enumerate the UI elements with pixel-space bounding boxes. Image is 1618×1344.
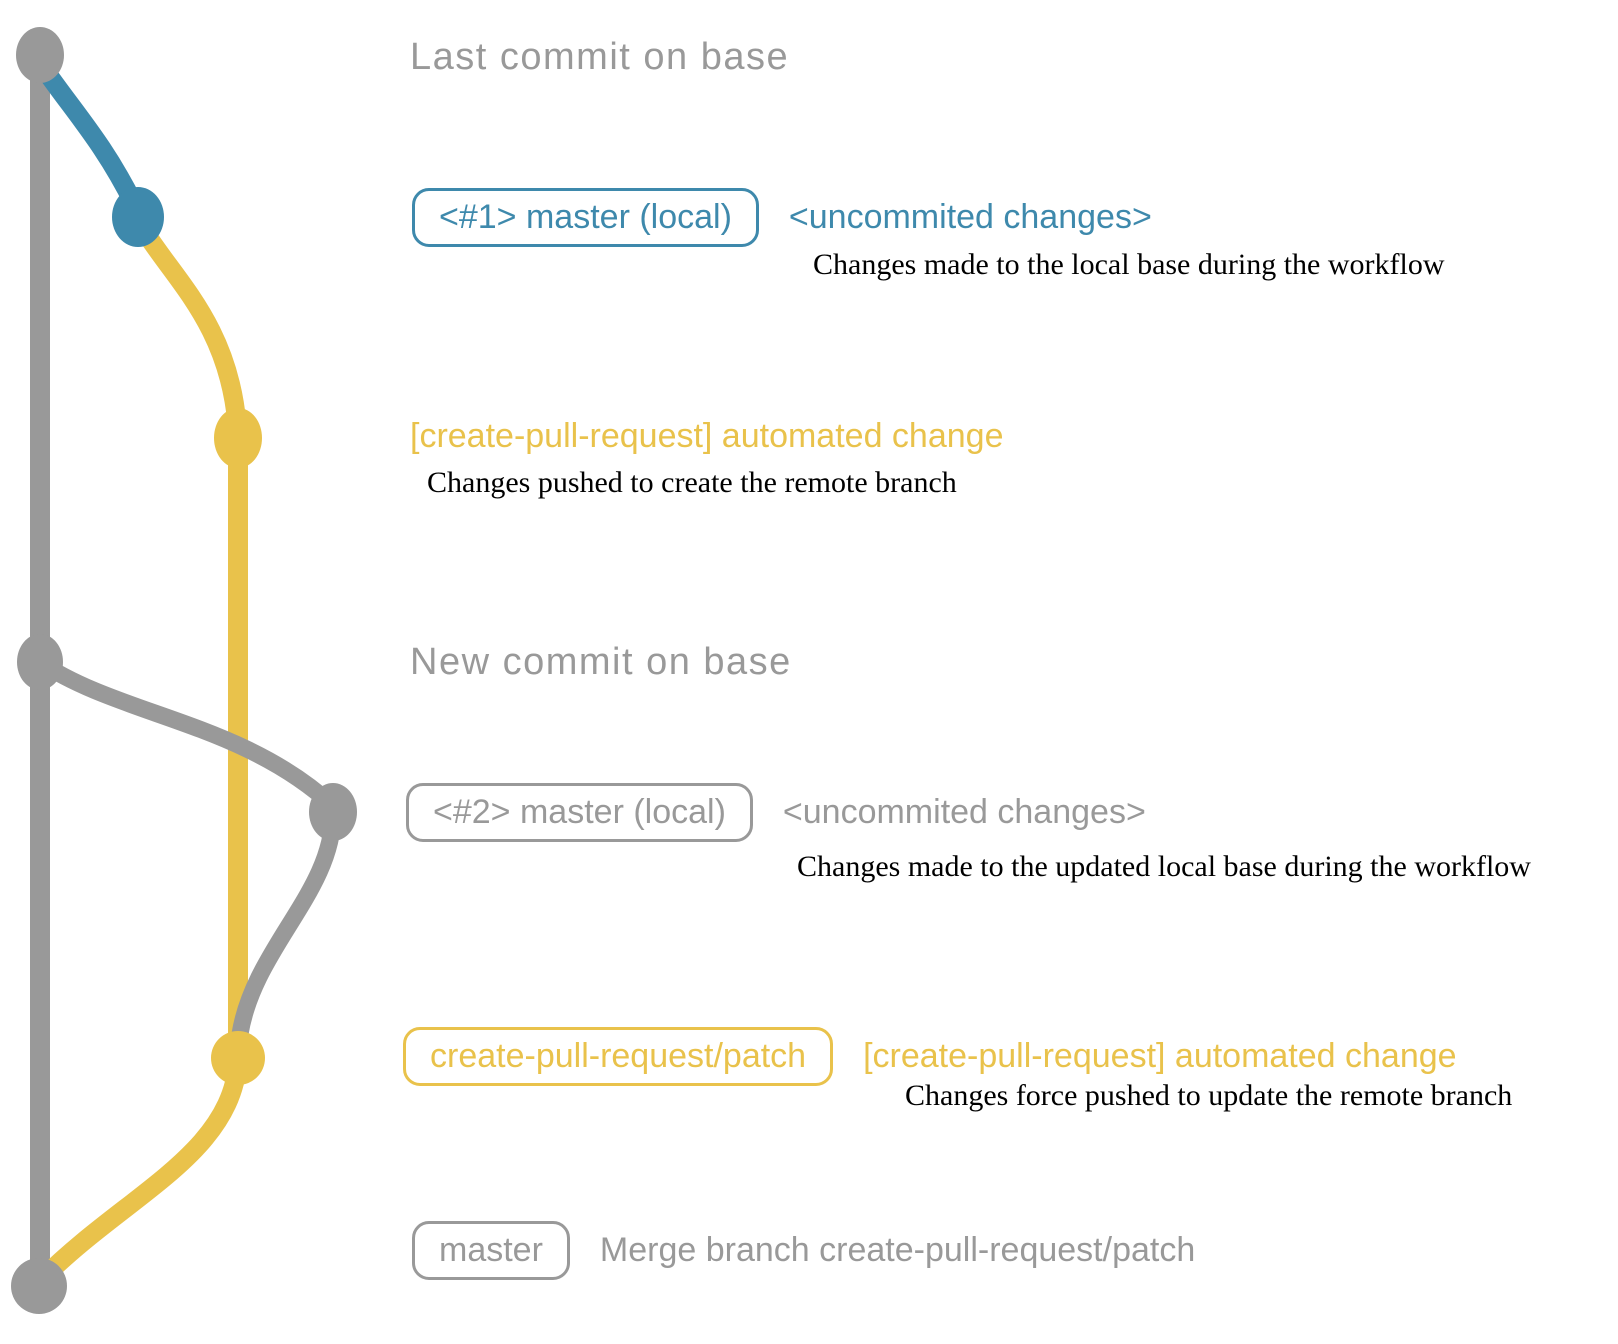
commit-node-merge-commit	[11, 1258, 67, 1314]
row-pushed-commit-1: [create-pull-request] automated change	[410, 417, 1003, 456]
patch-to-merge-edge	[31, 1050, 248, 1290]
row-local-commit-1: <#1> master (local) <uncommited changes>	[412, 188, 1152, 247]
branch-badge-master-local-2: <#2> master (local)	[406, 783, 753, 842]
base-to-local2-edge	[31, 653, 342, 815]
local-branch-edge	[28, 50, 144, 214]
row-local-commit-2: <#2> master (local) <uncommited changes>	[406, 783, 1146, 842]
branch-badge-master: master	[412, 1221, 570, 1280]
branch-badge-create-pull-request-patch: create-pull-request/patch	[403, 1027, 834, 1086]
commit-node-local-commit-2	[309, 783, 357, 841]
note-force-pushed-changes: Changes force pushed to update the remot…	[905, 1079, 1513, 1112]
label-last-commit-on-base: Last commit on base	[410, 36, 790, 78]
branch-badge-master-local-1: <#1> master (local)	[412, 188, 759, 247]
note-local-changes-1: Changes made to the local base during th…	[813, 248, 1445, 281]
commit-node-pushed-commit-1	[214, 408, 262, 468]
local2-to-patch-edge	[231, 805, 342, 1043]
commit-node-local-commit-1	[112, 187, 164, 247]
commit-message-merge-branch: Merge branch create-pull-request/patch	[599, 1231, 1196, 1269]
note-pushed-changes-1: Changes pushed to create the remote bran…	[427, 466, 957, 499]
commit-node-force-pushed-commit	[211, 1031, 265, 1085]
commit-message-automated-change-1: [create-pull-request] automated change	[410, 417, 1004, 455]
note-local-changes-2: Changes made to the updated local base d…	[797, 850, 1531, 883]
commit-node-new-commit-on-base	[17, 634, 63, 690]
row-merge-commit: master Merge branch create-pull-request/…	[412, 1221, 1195, 1280]
row-force-pushed-commit: create-pull-request/patch [create-pull-r…	[403, 1027, 1457, 1086]
commit-message-uncommited-2: <uncommited changes>	[782, 793, 1146, 831]
patch-branch-edge-1	[130, 214, 247, 434]
label-new-commit-on-base: New commit on base	[410, 641, 792, 683]
commit-node-last-commit-on-base	[16, 27, 64, 83]
commit-message-uncommited-1: <uncommited changes>	[788, 198, 1152, 236]
commit-message-automated-change-2: [create-pull-request] automated change	[863, 1037, 1457, 1075]
